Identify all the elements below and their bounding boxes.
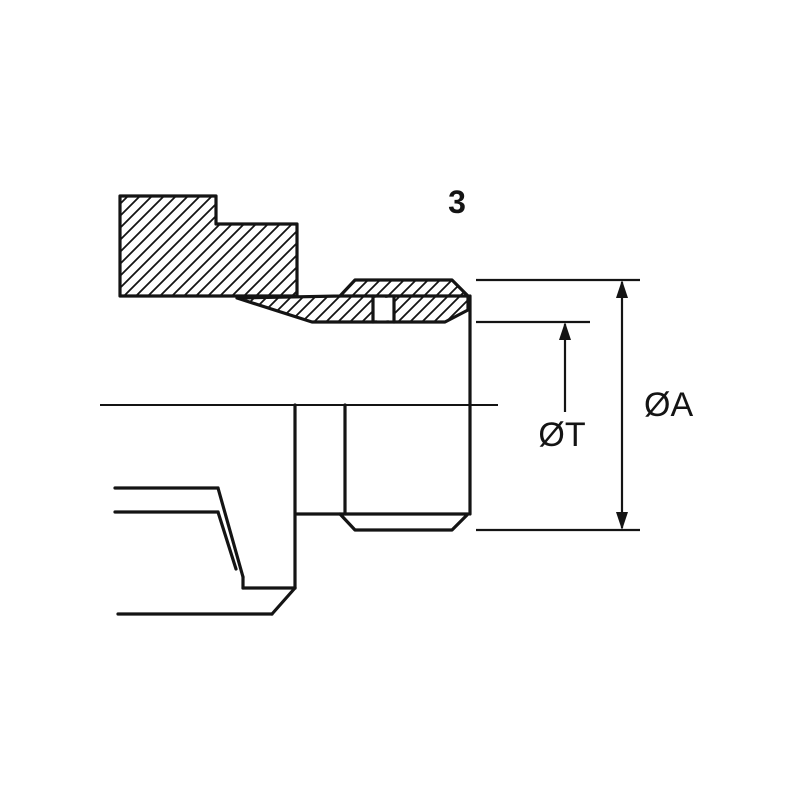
dimension-t: ØT — [476, 320, 590, 454]
cone-silhouette — [216, 486, 245, 590]
nut-outline-lower — [116, 403, 297, 616]
dimension-t-label: ØT — [538, 416, 585, 454]
dimension-a: ØA — [476, 278, 693, 532]
collar-outline-lower — [338, 512, 470, 532]
port-block-section — [118, 194, 299, 298]
callout-label: 3 — [448, 184, 466, 220]
dim-a-arrow-down — [616, 512, 628, 530]
dimension-a-label: ØA — [644, 386, 693, 424]
tube-lines — [113, 486, 220, 514]
dim-a-arrow-up — [616, 280, 628, 298]
dim-t-arrow-up — [559, 322, 571, 340]
relief-slot — [371, 294, 396, 324]
